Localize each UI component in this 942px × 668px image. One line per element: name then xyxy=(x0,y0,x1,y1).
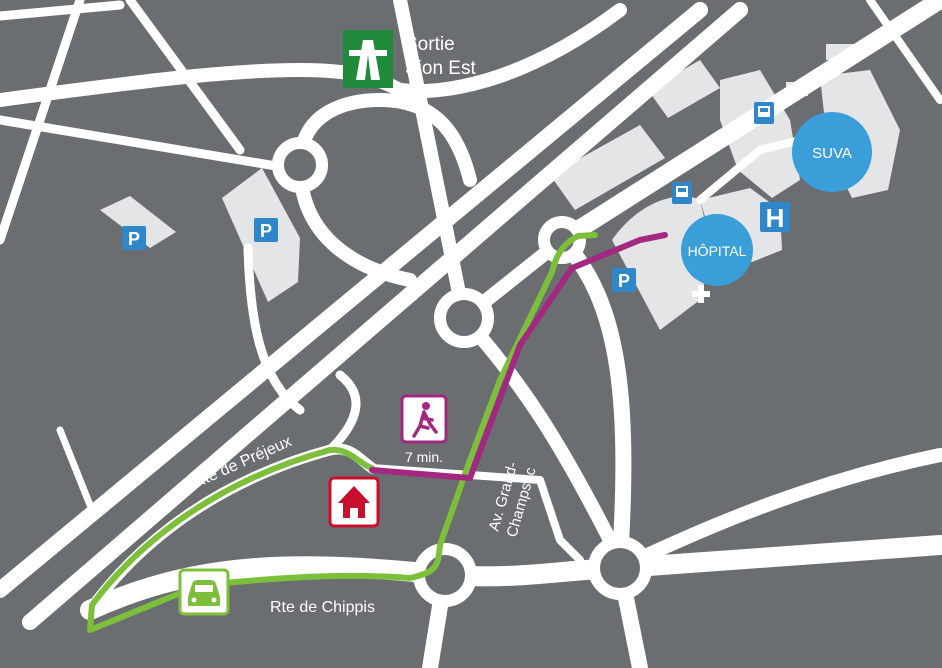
parking-lot-west xyxy=(100,196,176,248)
suva-label: SUVA xyxy=(812,145,852,162)
walk-time-marker[interactable]: 7 min. xyxy=(400,394,448,465)
parking-icon-hospital[interactable]: P xyxy=(612,268,636,292)
hospital-sign[interactable]: H xyxy=(760,202,790,233)
hospital-h-icon xyxy=(760,202,790,232)
av-grand-champsec-road xyxy=(457,311,627,567)
road-far-east xyxy=(866,0,942,104)
bus-stop-north[interactable] xyxy=(754,102,774,124)
bus-window-glyph xyxy=(678,188,686,192)
road-parking-access xyxy=(243,243,305,415)
car-marker[interactable] xyxy=(178,568,230,616)
roundabout-hospital xyxy=(538,216,586,264)
car-window-glyph xyxy=(195,585,213,592)
road-nw-top xyxy=(0,0,125,21)
roundabouts xyxy=(272,137,652,607)
roundabout-center xyxy=(434,288,494,348)
building-strip-1 xyxy=(550,125,665,210)
parking-label: P xyxy=(618,271,630,291)
exit-label-line2: Sion Est xyxy=(405,58,476,79)
hospital-circle xyxy=(681,214,753,286)
walk-time-label: 7 min. xyxy=(405,449,443,465)
car-light-glyph xyxy=(211,597,217,603)
road-east xyxy=(613,448,942,575)
hospital-marker[interactable]: HÔPITAL xyxy=(681,214,753,286)
highway-exit-sign: Sortie Sion Est xyxy=(343,30,476,88)
highway-lane-b xyxy=(22,2,748,630)
hospital-access-road xyxy=(696,136,804,204)
road-nw-3 xyxy=(0,0,85,245)
parking-garage-hospital xyxy=(612,196,712,330)
street-label-rte-de-chippis: Rte de Chippis xyxy=(270,599,375,616)
parking-icon xyxy=(254,218,278,242)
home-glyph xyxy=(338,486,370,518)
road-northeast xyxy=(553,0,942,249)
bus-window-glyph xyxy=(760,108,768,112)
suva-circle xyxy=(792,112,872,192)
road-sw-stub xyxy=(56,426,94,509)
parking-label: P xyxy=(260,221,272,241)
hospital-label: HÔPITAL xyxy=(688,243,747,259)
road-prejeux-hook xyxy=(325,370,361,455)
walking-route-line xyxy=(369,232,668,481)
parking-label: P xyxy=(128,229,140,249)
exit-label-line1: Sortie xyxy=(405,34,455,55)
highway-bridge-glyph xyxy=(349,50,387,56)
car-route-line xyxy=(87,232,598,633)
interchange-loop-top xyxy=(293,93,477,187)
parking-icon-center[interactable]: P xyxy=(254,218,278,242)
road-nw-1 xyxy=(0,115,305,175)
roundabout-nw xyxy=(272,137,328,193)
pedestrian-body-glyph xyxy=(412,410,438,438)
parking-icon-west[interactable]: P xyxy=(122,226,146,250)
road-north-link xyxy=(393,0,471,325)
parking-icon xyxy=(612,268,636,292)
highway-lane-a xyxy=(0,2,708,598)
suva-marker[interactable]: SUVA xyxy=(792,112,872,192)
medical-cross-icon xyxy=(692,285,710,303)
parking-icon xyxy=(122,226,146,250)
car-light-glyph xyxy=(191,597,197,603)
bus-stop-south[interactable] xyxy=(672,182,692,204)
home-marker[interactable] xyxy=(328,476,380,528)
roundabout-chippis-east xyxy=(588,536,652,600)
building-strip-2 xyxy=(648,60,720,118)
highway-exit-icon xyxy=(343,30,393,88)
pedestrian-head-glyph xyxy=(422,402,430,410)
hospital-h-label: H xyxy=(766,203,785,233)
